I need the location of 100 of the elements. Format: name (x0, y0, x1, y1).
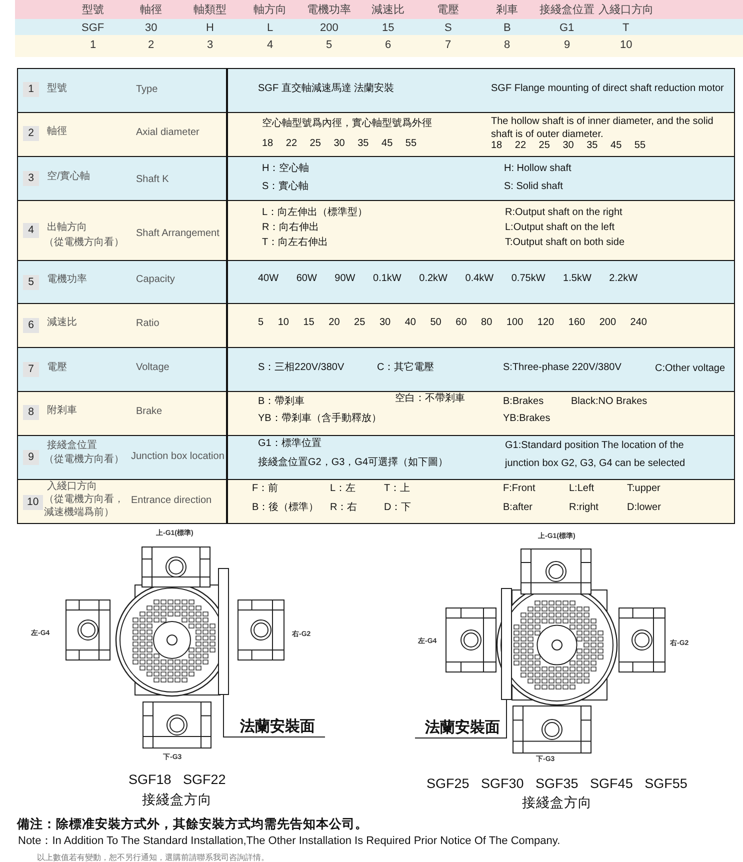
item-name: （從電機方向看） (44, 454, 124, 466)
option-text: The hollow shaft is of inner diameter, and the solid shaft is of outer diameter. (491, 115, 714, 141)
option-text: 40W 60W 90W 0.1kW 0.2kW 0.4kW 0.75kW 1.5kW 2.2kW (258, 273, 638, 285)
column-number: 2 (148, 39, 154, 52)
drawing-caption: 接綫盒方向 (142, 792, 212, 808)
option-text: YB:Brakes (503, 413, 550, 425)
column-heading: 減速比 (372, 4, 404, 18)
option-text: Black:NO Brakes (571, 396, 648, 408)
code-value: SGF (82, 22, 104, 36)
option-text: D：下 (384, 502, 412, 514)
option-text: YB：帶剎車（含手動釋放） (258, 413, 382, 425)
code-value: B (504, 22, 511, 36)
item-name: Junction box location (131, 451, 224, 463)
option-text: S: Solid shaft (504, 181, 563, 193)
note-text: Note：In Addition To The Standard Installation,The Other Installation Is Required Prior Notice Of The Company. (18, 835, 560, 848)
drawing-caption: 接綫盒方向 (522, 795, 592, 812)
row-number: 1 (23, 82, 39, 97)
item-name: Capacity (136, 274, 175, 286)
column-heading: 電壓 (437, 4, 459, 18)
item-name: 入綫口方向 (47, 481, 97, 493)
row-number: 2 (23, 126, 39, 141)
item-name: Type (136, 84, 158, 96)
code-value: 15 (382, 22, 394, 36)
model-label: SGF18 SGF22 (128, 772, 226, 788)
item-name: Brake (136, 406, 162, 418)
item-name: （從電機方向看） (44, 237, 124, 249)
flange-plate (218, 568, 229, 695)
footnote-text: 以上數值若有變動，恕不另行通知，選購前請聯系我司咨詢詳情。 (37, 853, 269, 862)
option-text: B:Brakes (503, 396, 544, 408)
option-text: SGF Flange mounting of direct shaft reduction motor (491, 83, 724, 95)
option-text: 18 22 25 30 35 45 55 (491, 140, 646, 152)
column-number: 6 (385, 39, 392, 52)
item-name: 附剎車 (47, 405, 77, 417)
column-heading: 軸徑 (140, 4, 162, 18)
item-name: （從電機方向看， (44, 494, 124, 506)
option-text: T:upper (627, 483, 660, 495)
column-heading: 軸方向 (254, 4, 286, 18)
column-heading: 剎車 (496, 4, 518, 18)
item-name: 接綫盒位置 (47, 440, 97, 452)
column-number: 7 (445, 39, 452, 52)
option-text: S:Three-phase 220V/380V (503, 362, 622, 374)
option-text: R:Output shaft on the right (505, 207, 622, 219)
option-text: B：後（標準） (252, 502, 319, 514)
item-name: Shaft K (136, 174, 169, 186)
column-number: 3 (207, 39, 214, 52)
code-value: G1 (560, 22, 574, 36)
option-text: L:Output shaft on the left (505, 222, 615, 234)
column-number: 9 (564, 39, 570, 52)
column-heading: 接綫盒位置 (540, 4, 594, 18)
row-number: 4 (23, 223, 39, 238)
option-text: G1:Standard position The location of the junction box G2, G3, G4 can be selected (505, 439, 686, 471)
column-heading: 電機功率 (307, 4, 351, 18)
column-number: 4 (267, 39, 274, 52)
item-name: 減速機端爲前） (44, 507, 114, 519)
row-number: 9 (23, 450, 39, 465)
leader-line (414, 700, 507, 738)
option-text: T:Output shaft on both side (505, 237, 625, 249)
flange-plate (501, 588, 512, 700)
row-number: 3 (23, 171, 39, 186)
column-heading: 軸類型 (194, 4, 226, 18)
option-text: 5 10 15 20 25 30 40 50 60 80 100 120 160 200 240 (258, 317, 647, 329)
option-text: L：左 (330, 483, 356, 495)
option-text: B：帶剎車 (258, 396, 305, 408)
item-name: Axial diameter (136, 127, 200, 139)
item-name: 空/實心軸 (47, 171, 90, 183)
item-name: 軸徑 (47, 126, 67, 138)
column-number: 5 (326, 39, 332, 52)
option-text: T：上 (384, 483, 410, 495)
option-text: G1：標準位置 (258, 438, 322, 450)
code-value: L (267, 22, 274, 36)
option-text: F：前 (252, 483, 278, 495)
option-text: C:Other voltage (655, 363, 726, 375)
code-value: T (622, 22, 630, 36)
option-text: 空心軸型號爲內徑，實心軸型號爲外徑 (262, 118, 432, 130)
option-text: 空白：不帶剎車 (395, 393, 465, 405)
code-value: 30 (145, 22, 158, 36)
code-value: S (444, 22, 452, 36)
option-text: 接綫盒位置G2，G3，G4可選擇（如下圖） (258, 457, 448, 469)
column-heading: 型號 (82, 4, 104, 18)
model-label: SGF25 SGF30 SGF35 SGF45 SGF55 (426, 776, 688, 792)
option-text: R：向右伸出 (262, 222, 320, 234)
note-text: 備注：除標准安裝方式外，其餘安裝方式均需先告知本公司。 (17, 817, 368, 832)
option-text: S：三相220V/380V (258, 362, 344, 374)
row-number: 8 (23, 405, 39, 420)
option-text: S：實心軸 (262, 181, 309, 193)
option-text: T：向左右伸出 (262, 237, 328, 249)
item-name: 型號 (47, 83, 67, 95)
option-text: B:after (503, 502, 532, 514)
row-number: 7 (23, 362, 39, 377)
option-text: D:lower (627, 502, 661, 514)
leader-line (223, 694, 326, 738)
item-name: 出軸方向 (47, 222, 87, 234)
flange-face-label: 法蘭安裝面 (415, 717, 506, 738)
option-text: C：其它電壓 (377, 362, 434, 374)
option-text: L：向左伸出（標準型） (262, 207, 368, 219)
option-text: R:right (569, 502, 598, 514)
option-text: SGF 直交軸減速馬達 法蘭安裝 (258, 83, 394, 95)
item-name: Shaft Arrangement (136, 228, 220, 240)
item-name: 電機功率 (47, 274, 87, 286)
row-number: 10 (23, 495, 43, 510)
